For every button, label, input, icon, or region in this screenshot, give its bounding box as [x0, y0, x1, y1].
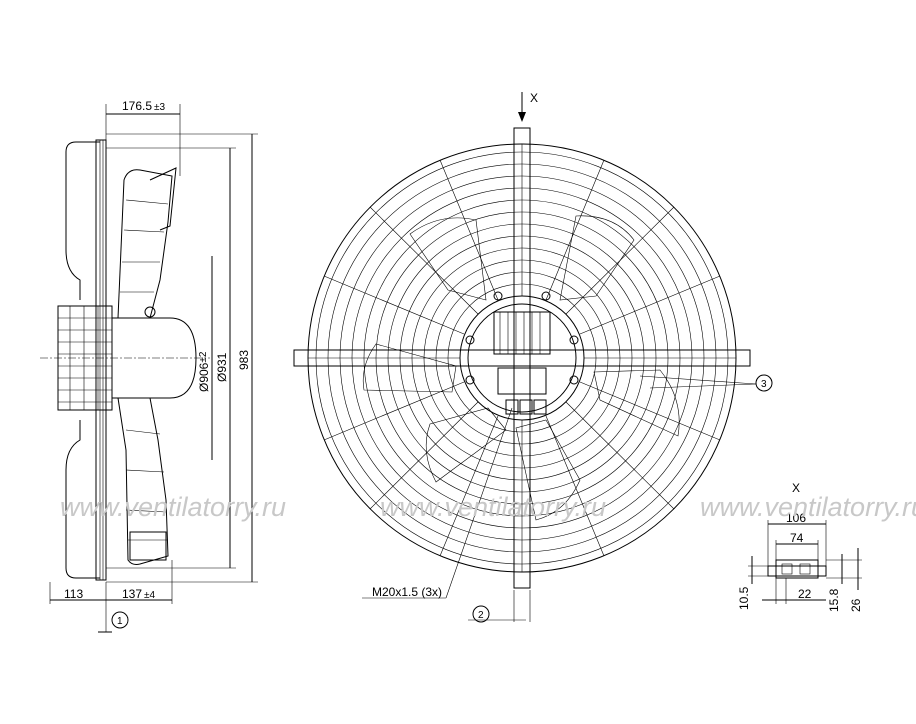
watermark-text-2: www.ventilatorry.ru: [380, 492, 606, 522]
dia-931-label: Ø931: [215, 352, 229, 382]
section-x-label: X: [530, 91, 538, 105]
dim-106-label: 106: [786, 511, 806, 525]
dim-176-label: 176.5±3: [122, 99, 166, 113]
dia-906-label: Ø906±2: [197, 351, 211, 392]
dim-113-label: 113: [64, 587, 83, 601]
thread-callout-label: M20x1.5 (3x): [372, 585, 442, 599]
marker-3-label: 3: [761, 379, 767, 390]
side-view: Ø906±2 Ø931 983 176.5±3 113 137±4 1: [40, 99, 258, 633]
dim-26-label: 26: [849, 598, 863, 612]
front-view: X 3 M20x1.5 (3x) 2: [293, 91, 773, 623]
watermark: www.ventilatorry.ru www.ventilatorry.ru …: [60, 492, 916, 522]
dim-137-label: 137±4: [122, 587, 156, 601]
detail-x-view: X 106 74 10.5 22 15.8 26: [737, 481, 863, 612]
dim-15-8-label: 15.8: [827, 588, 841, 612]
dim-22-label: 22: [798, 587, 812, 601]
dim-74-label: 74: [790, 531, 804, 545]
dim-10-5-label: 10.5: [737, 586, 751, 610]
marker-3-circle: [755, 374, 773, 392]
dim-983-label: 983: [237, 350, 251, 370]
detail-x-title: X: [792, 481, 800, 495]
marker-2-circle: [472, 605, 490, 623]
marker-1-circle: [111, 611, 129, 629]
watermark-text-3: www.ventilatorry.ru: [700, 492, 916, 522]
marker-2-label: 2: [478, 610, 484, 621]
watermark-text-1: www.ventilatorry.ru: [60, 492, 286, 522]
marker-1-label: 1: [117, 616, 123, 627]
